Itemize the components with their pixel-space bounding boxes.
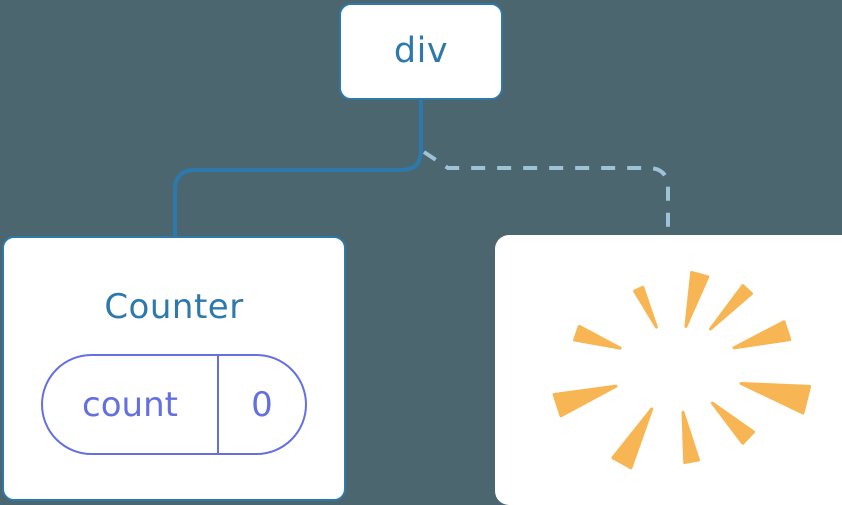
node-div[interactable]: div <box>339 3 503 100</box>
state-pill-key: count <box>82 384 178 425</box>
burst-ray-4 <box>739 381 812 415</box>
edge-root-to-burst <box>422 150 670 235</box>
burst-ray-5 <box>710 401 756 445</box>
node-div-label: div <box>393 31 449 71</box>
state-pill-value: 0 <box>251 384 273 425</box>
node-counter-label: Counter <box>104 287 244 327</box>
burst-ray-8 <box>552 384 618 418</box>
render-flash-burst-icon <box>552 270 812 470</box>
burst-ray-10 <box>633 285 658 329</box>
node-render-highlight[interactable] <box>495 235 842 505</box>
burst-ray-9 <box>573 324 622 350</box>
state-pill-divider <box>217 356 219 453</box>
burst-ray-2 <box>708 284 754 331</box>
state-pill-count[interactable]: count 0 <box>41 354 307 455</box>
burst-ray-6 <box>681 410 701 465</box>
burst-ray-1 <box>684 270 710 328</box>
node-counter[interactable]: Counter count 0 <box>2 236 346 501</box>
burst-ray-7 <box>611 407 654 470</box>
edge-root-to-counter <box>173 98 423 238</box>
burst-ray-3 <box>732 320 792 350</box>
